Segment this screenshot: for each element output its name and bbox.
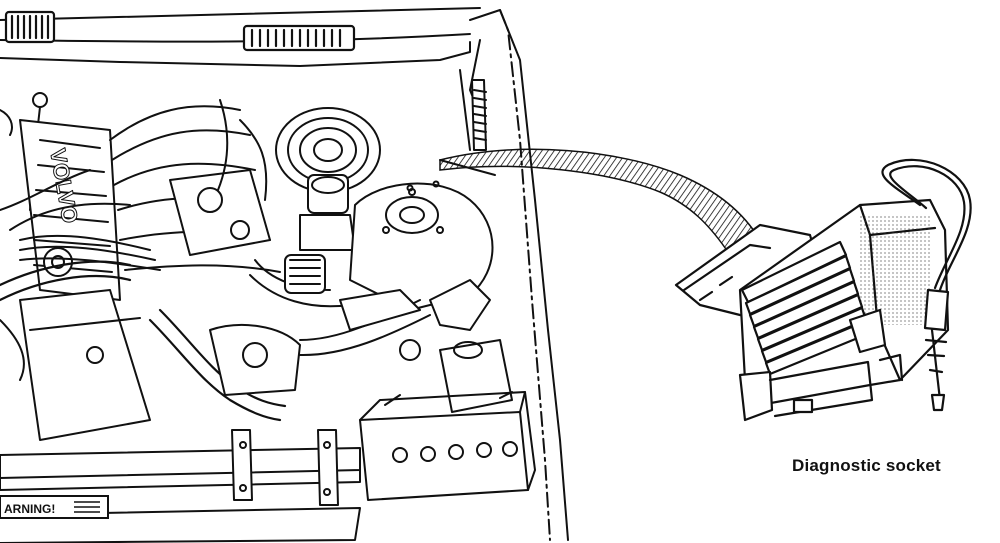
engine-bay: VOLVO (0, 7, 569, 543)
battery (359, 391, 536, 501)
warning-plate-text: ARNING! (4, 502, 55, 516)
diagnostic-socket-label: Diagnostic socket (792, 456, 941, 475)
throttle-body (169, 99, 351, 308)
rocker-cover: VOLVO (19, 119, 121, 301)
radiator-support (0, 429, 361, 543)
diagnostic-socket (674, 158, 972, 422)
warning-plate: ARNING! (0, 495, 109, 519)
washer-reservoir (439, 339, 513, 413)
cowl-vents (4, 10, 356, 52)
lower-components (209, 279, 491, 396)
socket-cable (881, 158, 972, 292)
cowl-panel (0, 7, 481, 67)
brake-reservoir (299, 174, 356, 251)
brake-servo (275, 107, 381, 193)
ignition-leads (0, 169, 161, 277)
left-inner-wing (0, 109, 25, 381)
socket-ribs (740, 240, 872, 376)
timing-cover (19, 289, 151, 441)
strut-tower (349, 180, 494, 311)
